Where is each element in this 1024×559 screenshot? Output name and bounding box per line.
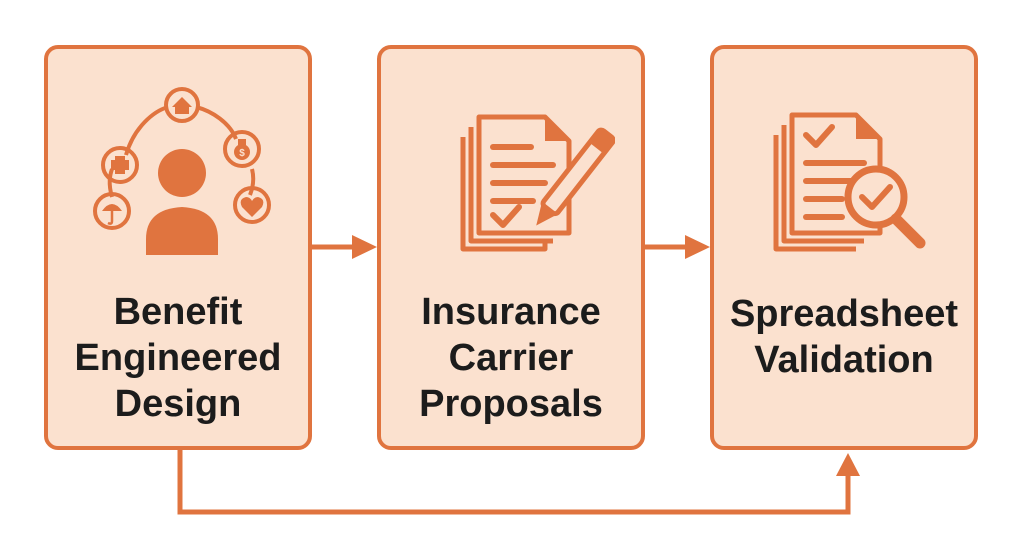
document-check-magnifier-icon [773, 112, 926, 252]
arrow-step1-to-step2 [312, 235, 377, 259]
label-line: Carrier [448, 337, 574, 379]
step-benefit-engineered-design: $ Benefit Engineered Design [44, 45, 312, 450]
label-line: Validation [754, 339, 934, 381]
documents-with-pen-icon [460, 114, 615, 252]
arrow-step2-to-step3 [645, 235, 710, 259]
step-insurance-carrier-proposals: Insurance Carrier Proposals [377, 45, 645, 450]
step-label: Spreadsheet Validation [714, 291, 974, 383]
label-line: Proposals [419, 383, 603, 425]
step-spreadsheet-validation: Spreadsheet Validation [710, 45, 978, 450]
step-label: Benefit Engineered Design [48, 289, 308, 427]
arrow-step1-to-step3-bypass [177, 450, 860, 515]
label-line: Insurance [421, 291, 601, 333]
label-line: Benefit [113, 291, 243, 333]
label-line: Engineered [74, 337, 282, 379]
person-with-benefits-icon: $ [93, 87, 271, 255]
label-line: Spreadsheet [729, 293, 959, 335]
svg-text:$: $ [239, 148, 245, 159]
label-line: Design [114, 383, 242, 425]
step-label: Insurance Carrier Proposals [381, 289, 641, 427]
